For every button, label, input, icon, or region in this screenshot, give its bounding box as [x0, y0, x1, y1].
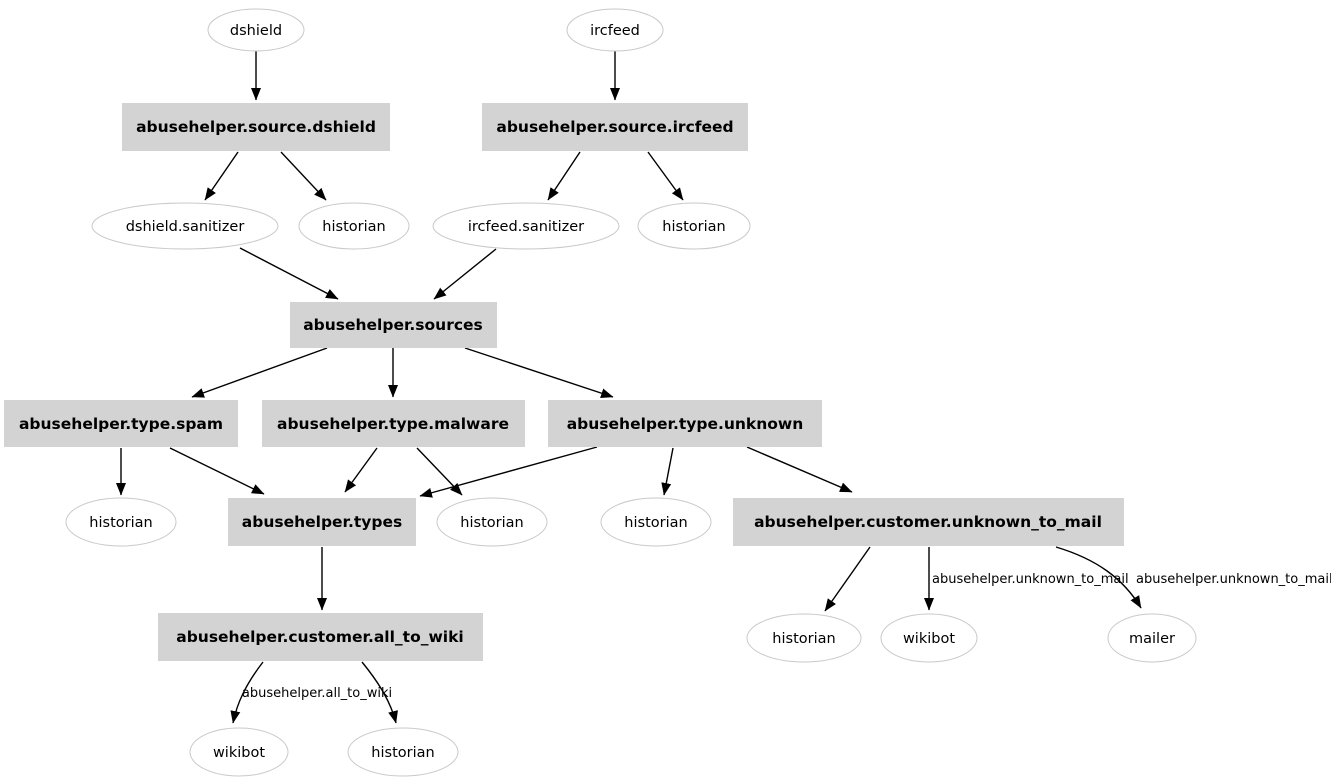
ircfeed-sanitizer-label: ircfeed.sanitizer	[468, 219, 584, 235]
node-unknown-to-mail: abusehelper.customer.unknown_to_mail	[733, 498, 1124, 546]
node-mailer: mailer	[1107, 613, 1197, 663]
historian6-ellipse	[746, 613, 862, 663]
edge-labels: abusehelper.unknown_to_mail abusehelper.…	[242, 572, 1331, 701]
source-dshield-box	[122, 103, 390, 151]
historian5-ellipse	[600, 497, 712, 547]
nodes: dshield ircfeed abusehelper.source.dshie…	[4, 8, 1197, 777]
edges	[116, 51, 1142, 724]
historian5-label: historian	[624, 515, 687, 531]
source-ircfeed-label: abusehelper.source.ircfeed	[496, 118, 733, 136]
unknown-to-mail-label: abusehelper.customer.unknown_to_mail	[754, 513, 1102, 531]
node-historian1: historian	[298, 202, 410, 250]
dshield-sanitizer-label: dshield.sanitizer	[126, 219, 245, 235]
node-ircfeed-sanitizer: ircfeed.sanitizer	[432, 202, 620, 250]
edge-unknown-to-mail-to-mailer	[1055, 546, 1142, 609]
edge-sources-to-type-unknown	[464, 347, 614, 398]
types-label: abusehelper.types	[242, 513, 402, 531]
node-types: abusehelper.types	[228, 498, 416, 546]
edge-type-malware-to-types	[344, 447, 378, 493]
source-ircfeed-box	[482, 103, 748, 151]
edge-source-ircfeed-to-historian2	[647, 151, 684, 201]
edge-type-spam-to-types	[169, 447, 265, 495]
edge-type-malware-to-historian4	[416, 447, 463, 496]
wikibot2-ellipse	[189, 727, 289, 777]
node-ircfeed: ircfeed	[566, 8, 664, 52]
node-historian7: historian	[347, 727, 459, 777]
historian1-label: historian	[322, 219, 385, 235]
source-dshield-label: abusehelper.source.dshield	[136, 118, 376, 136]
edge-sources-to-type-spam	[191, 347, 328, 398]
historian7-label: historian	[371, 745, 434, 761]
node-dshield-sanitizer: dshield.sanitizer	[91, 202, 279, 250]
ircfeed-sanitizer-ellipse	[432, 202, 620, 250]
edge-unknown-to-mail-to-historian6	[824, 546, 871, 612]
edge-source-ircfeed-to-ircfeed-sanitizer	[547, 151, 581, 201]
edge-label-unknown-to-mail-wikibot: abusehelper.unknown_to_mail	[932, 572, 1129, 587]
historian7-ellipse	[347, 727, 459, 777]
historian4-label: historian	[460, 515, 523, 531]
dshield-ellipse	[207, 8, 305, 52]
types-box	[228, 498, 416, 546]
ircfeed-label: ircfeed	[590, 23, 640, 39]
historian4-ellipse	[436, 497, 548, 547]
node-type-unknown: abusehelper.type.unknown	[548, 400, 822, 447]
type-unknown-label: abusehelper.type.unknown	[567, 415, 804, 433]
dshield-sanitizer-ellipse	[91, 202, 279, 250]
type-malware-box	[262, 400, 525, 447]
historian2-label: historian	[662, 219, 725, 235]
node-source-dshield: abusehelper.source.dshield	[122, 103, 390, 151]
sources-label: abusehelper.sources	[303, 316, 483, 334]
node-dshield: dshield	[207, 8, 305, 52]
all-to-wiki-label: abusehelper.customer.all_to_wiki	[176, 628, 464, 646]
type-spam-label: abusehelper.type.spam	[19, 415, 223, 433]
wikibot1-ellipse	[880, 613, 978, 663]
node-type-spam: abusehelper.type.spam	[4, 400, 238, 447]
mailer-ellipse	[1107, 613, 1197, 663]
edge-label-unknown-to-mail-mailer: abusehelper.unknown_to_mail	[1136, 572, 1331, 587]
node-sources: abusehelper.sources	[290, 302, 497, 348]
node-all-to-wiki: abusehelper.customer.all_to_wiki	[158, 613, 483, 661]
historian3-ellipse	[65, 497, 177, 547]
unknown-to-mail-box	[733, 498, 1124, 546]
node-wikibot2: wikibot	[189, 727, 289, 777]
node-historian3: historian	[65, 497, 177, 547]
historian6-label: historian	[772, 631, 835, 647]
type-unknown-box	[548, 400, 822, 447]
type-malware-label: abusehelper.type.malware	[277, 415, 509, 433]
wikibot2-label: wikibot	[213, 745, 265, 761]
node-source-ircfeed: abusehelper.source.ircfeed	[482, 103, 748, 151]
historian3-label: historian	[89, 515, 152, 531]
sources-box	[290, 302, 497, 348]
edge-type-unknown-to-unknown-to-mail	[746, 446, 853, 493]
edge-label-all-to-wiki-wikibot: abusehelper.all_to_wiki	[242, 686, 392, 701]
node-type-malware: abusehelper.type.malware	[262, 400, 525, 447]
historian2-ellipse	[637, 202, 751, 250]
type-spam-box	[4, 400, 238, 447]
edge-all-to-wiki-to-wikibot2	[230, 661, 264, 724]
ircfeed-ellipse	[566, 8, 664, 52]
mailer-label: mailer	[1129, 631, 1175, 647]
node-historian2: historian	[637, 202, 751, 250]
all-to-wiki-box	[158, 613, 483, 661]
node-historian4: historian	[436, 497, 548, 547]
node-wikibot1: wikibot	[880, 613, 978, 663]
node-historian6: historian	[746, 613, 862, 663]
wikibot1-label: wikibot	[903, 631, 955, 647]
edge-source-dshield-to-dshield-sanitizer	[204, 151, 239, 201]
edge-source-dshield-to-historian1	[280, 151, 327, 201]
edge-ircfeed-sanitizer-to-sources	[433, 248, 497, 300]
edge-type-unknown-to-historian5	[661, 447, 674, 496]
edge-dshield-sanitizer-to-sources	[239, 247, 339, 300]
edge-all-to-wiki-to-historian7	[361, 661, 398, 724]
dshield-label: dshield	[230, 23, 282, 39]
edge-type-unknown-to-types	[419, 446, 598, 498]
node-historian5: historian	[600, 497, 712, 547]
historian1-ellipse	[298, 202, 410, 250]
